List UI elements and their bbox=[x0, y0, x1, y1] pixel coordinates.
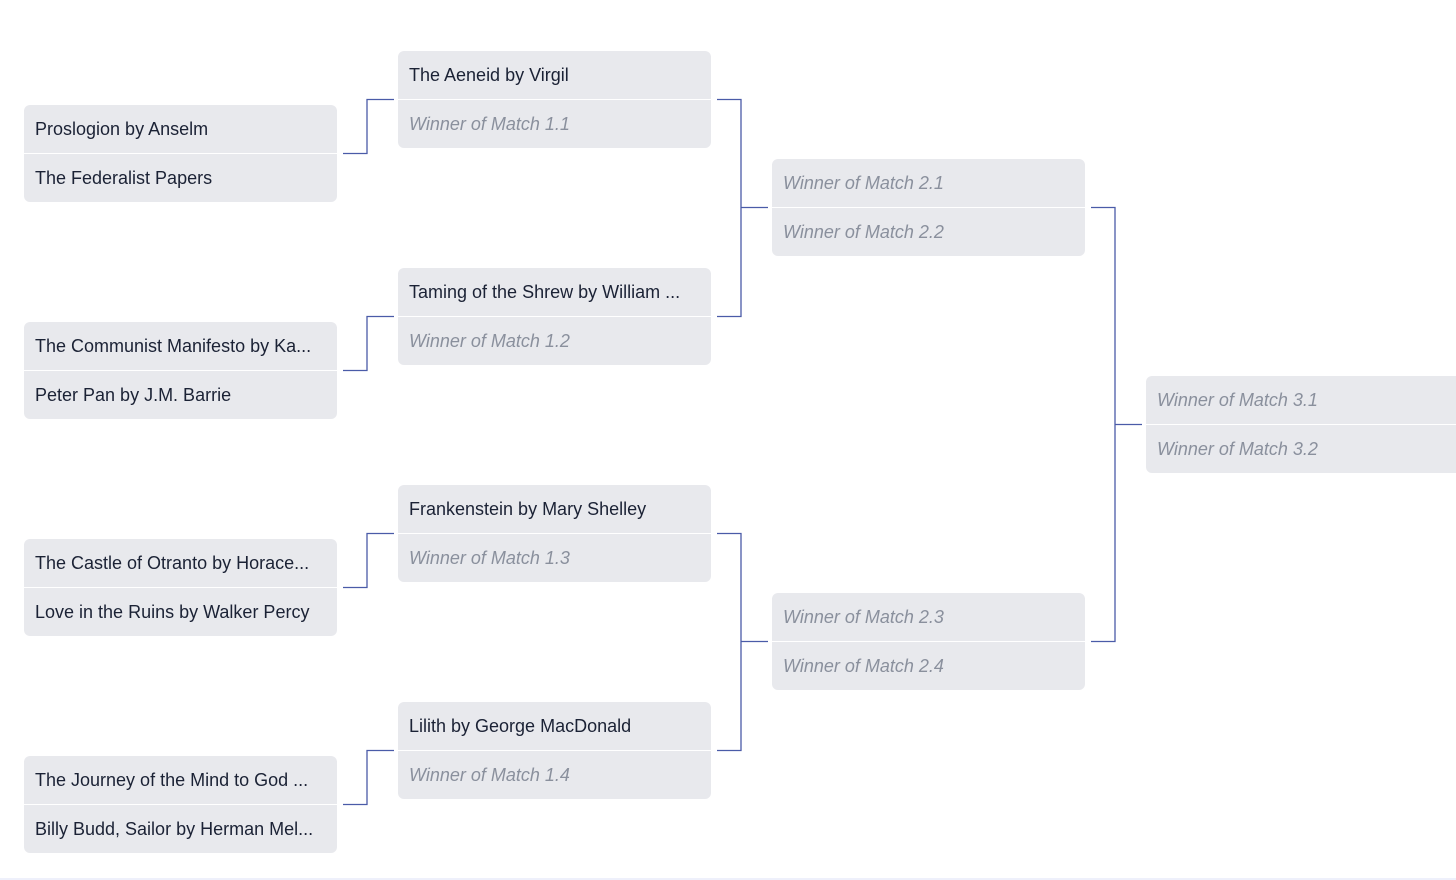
match-slot-placeholder[interactable]: Winner of Match 2.3 bbox=[772, 593, 1085, 642]
bracket-connector-line bbox=[717, 98, 742, 318]
match-slot-placeholder[interactable]: Winner of Match 2.4 bbox=[783, 656, 944, 676]
match-slot-entry[interactable]: Taming of the Shrew by William ... bbox=[398, 268, 711, 317]
match-slot-entry[interactable]: Billy Budd, Sailor by Herman Mel... bbox=[35, 819, 314, 839]
match-card[interactable]: The Castle of Otranto by Horace... Love i… bbox=[24, 539, 337, 636]
match-slot-placeholder[interactable]: Winner of Match 3.1 bbox=[1146, 376, 1456, 425]
match-slot-entry[interactable]: The Communist Manifesto by Ka... bbox=[24, 322, 337, 371]
bracket-connector-line bbox=[343, 749, 394, 806]
bracket-connector-line bbox=[343, 532, 394, 589]
match-slot-entry[interactable]: Frankenstein by Mary Shelley bbox=[398, 485, 711, 534]
match-slot-placeholder[interactable]: Winner of Match 2.2 bbox=[783, 222, 944, 242]
match-slot-entry[interactable]: The Journey of the Mind to God ... bbox=[24, 756, 337, 805]
match-card[interactable]: The Communist Manifesto by Ka... Peter Pa… bbox=[24, 322, 337, 419]
match-slot-placeholder[interactable]: Winner of Match 3.2 bbox=[1157, 439, 1318, 459]
match-slot-placeholder[interactable]: Winner of Match 1.3 bbox=[409, 548, 570, 568]
bracket-connector-line bbox=[343, 315, 394, 372]
match-slot-entry[interactable]: Love in the Ruins by Walker Percy bbox=[35, 602, 310, 622]
bracket-connector-line bbox=[717, 532, 742, 752]
match-slot-entry[interactable]: The Castle of Otranto by Horace... bbox=[24, 539, 337, 588]
match-slot-placeholder[interactable]: Winner of Match 2.1 bbox=[772, 159, 1085, 208]
bracket-connector-line bbox=[1091, 206, 1116, 643]
match-slot-entry[interactable]: The Aeneid by Virgil bbox=[398, 51, 711, 100]
match-slot-placeholder[interactable]: Winner of Match 1.2 bbox=[409, 331, 570, 351]
match-card[interactable]: Taming of the Shrew by William ... Winner… bbox=[398, 268, 711, 365]
match-slot-entry[interactable]: The Federalist Papers bbox=[35, 168, 213, 188]
bracket-connector-line bbox=[343, 98, 394, 155]
match-card[interactable]: The Journey of the Mind to God ... Billy … bbox=[24, 756, 337, 853]
match-slot-entry[interactable]: Peter Pan by J.M. Barrie bbox=[35, 385, 232, 405]
match-slot-entry[interactable]: Lilith by George MacDonald bbox=[398, 702, 711, 751]
match-slot-placeholder[interactable]: Winner of Match 1.4 bbox=[409, 765, 570, 785]
match-slot-placeholder[interactable]: Winner of Match 1.1 bbox=[409, 114, 570, 134]
match-slot-entry[interactable]: Proslogion by Anselm bbox=[24, 105, 337, 154]
